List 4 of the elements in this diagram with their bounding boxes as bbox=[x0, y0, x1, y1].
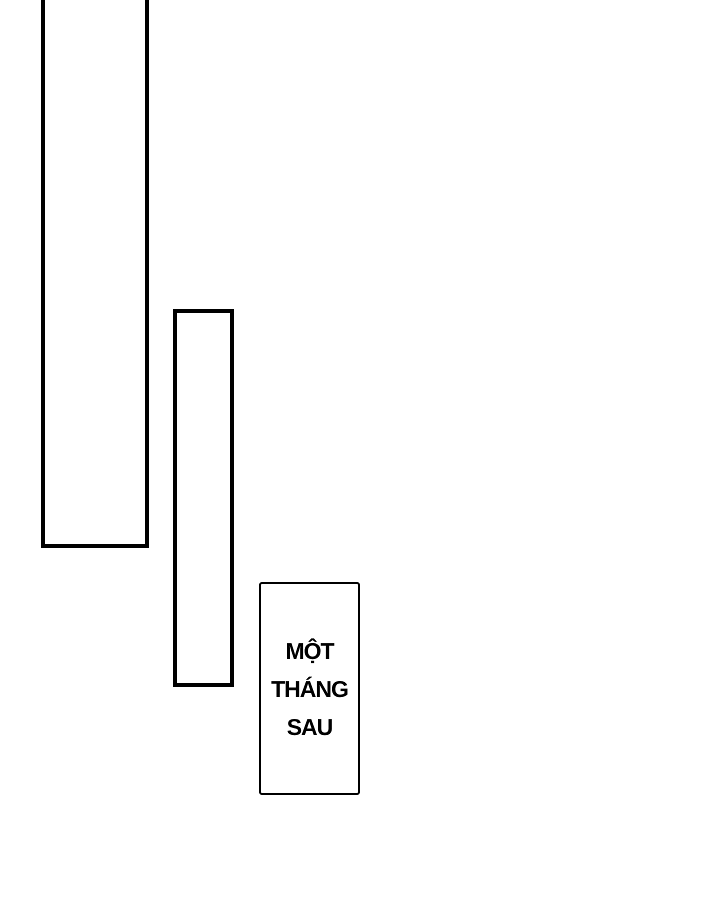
caption-text: MỘT THÁNG SAU bbox=[270, 636, 349, 742]
caption-panel bbox=[259, 582, 360, 795]
empty-panel bbox=[173, 309, 234, 687]
empty-panel bbox=[41, 0, 149, 548]
